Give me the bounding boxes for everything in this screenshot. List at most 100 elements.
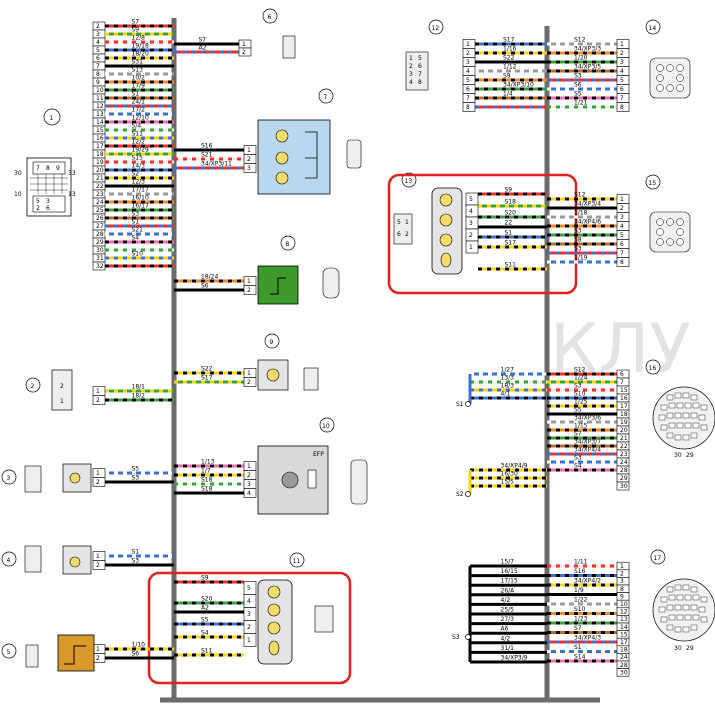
wire: 1/9	[547, 587, 617, 596]
svg-text:4: 4	[409, 79, 413, 86]
svg-text:30: 30	[14, 170, 22, 177]
comp8-pin-block: 12	[243, 276, 257, 295]
pin-number: 2	[620, 571, 624, 578]
pin-number: 14	[620, 624, 628, 631]
comp3-pin-block: 12	[92, 468, 106, 487]
wire: S18	[174, 477, 244, 486]
pin-number: 20	[620, 427, 628, 434]
svg-text:5: 5	[418, 55, 422, 62]
comp17-number: 17	[654, 555, 662, 562]
pin: 18	[616, 409, 630, 419]
pin-number: 1	[247, 637, 251, 644]
pin: 26	[92, 213, 106, 223]
wire-label: S3	[132, 558, 140, 565]
pin-number: 5	[247, 585, 251, 592]
pin-number: 26	[96, 215, 104, 222]
comp5-orange-block	[57, 634, 95, 672]
wire-label: 18/2	[132, 393, 146, 400]
pin-number: 2	[96, 23, 100, 30]
pin: 15	[616, 385, 630, 395]
comp8-number: 8	[286, 241, 290, 248]
pin-number: 3	[620, 59, 624, 66]
wire-label: S8	[574, 237, 582, 244]
wire: S22	[475, 55, 547, 64]
comp3-number: 3	[7, 475, 11, 482]
wire: S9	[174, 575, 244, 584]
wire-label: S11	[505, 262, 517, 269]
pin-number: 3	[247, 611, 251, 618]
comp10-number-circle	[319, 417, 335, 433]
pin: 1	[616, 561, 630, 571]
wire-label: S17	[505, 240, 517, 247]
wire: 31/1	[470, 645, 547, 654]
wire: S3	[547, 455, 617, 464]
wire: 1/16	[475, 46, 547, 55]
wire: S18	[174, 486, 244, 495]
wire-label: 34/XP4/2	[574, 578, 601, 585]
wire-label: 26/A	[501, 587, 516, 594]
pin: 2	[92, 477, 106, 487]
wire: S14	[547, 654, 617, 663]
wire: 34/XP4/9	[470, 463, 547, 472]
comp1-number: 1	[50, 115, 54, 122]
wire: 19/29	[105, 147, 174, 156]
pin: 1	[243, 633, 257, 647]
wire: 34/XP4/4	[547, 447, 617, 456]
pin: 4	[465, 204, 479, 218]
pin: 2	[616, 569, 630, 578]
wire-label: S20	[201, 596, 213, 603]
component-16: S121/24S3S101/25S534/XP3/61/15S734/XP3/7…	[456, 359, 715, 498]
wire: 17/9	[105, 83, 174, 92]
pin: 1	[92, 551, 106, 561]
wire: 25/5	[470, 607, 547, 616]
pin-number: 15	[620, 387, 628, 394]
wire-label: S1	[574, 644, 582, 651]
svg-text:3: 3	[409, 71, 413, 78]
pin: 3	[92, 29, 106, 39]
wire: 34/XP4/6	[547, 219, 617, 228]
wire: 18/24	[174, 274, 244, 283]
wire-label: 34/XP3/4	[574, 201, 601, 208]
pin-number: 23	[96, 191, 104, 198]
wire: 15/5	[470, 479, 547, 488]
component-1: 2345678910111213141516171819202122232425…	[14, 19, 174, 271]
wire-label: 1/21	[574, 100, 588, 107]
pin-number: 27	[96, 223, 104, 230]
pin: 30	[616, 668, 630, 677]
wire-label: S20	[505, 210, 517, 217]
wire: S3	[105, 475, 174, 484]
pin-number: 17	[620, 639, 628, 646]
pin: 21	[616, 433, 630, 443]
splice-s1-label: S1	[456, 401, 464, 408]
wire: 1/21	[547, 100, 617, 109]
pin: 8	[92, 69, 106, 79]
pin: 1	[616, 194, 630, 204]
pin-number: 32	[96, 263, 104, 270]
wire: 16/10	[105, 195, 174, 204]
pin: 1	[92, 468, 106, 478]
comp7-connector-icon	[346, 139, 362, 169]
svg-text:29: 29	[686, 645, 694, 652]
wire: S1	[547, 644, 617, 653]
wire-label: 15/7	[501, 559, 515, 566]
wire: 18/2	[105, 393, 174, 402]
wire-label: S12	[574, 367, 586, 374]
comp13-number-circle	[401, 172, 417, 188]
pin-number: 1	[96, 646, 100, 653]
comp14-connector-icon	[649, 57, 691, 99]
pin: 1	[92, 644, 106, 654]
comp15-number-circle	[645, 174, 661, 190]
pin: 23	[616, 449, 630, 459]
comp4-number: 4	[7, 557, 11, 564]
pin: 32	[92, 261, 106, 271]
wire-label: S3	[574, 455, 582, 462]
wire: S21	[105, 227, 174, 236]
pin-number: 5	[620, 232, 624, 239]
wire-label: 27/3	[501, 616, 515, 623]
